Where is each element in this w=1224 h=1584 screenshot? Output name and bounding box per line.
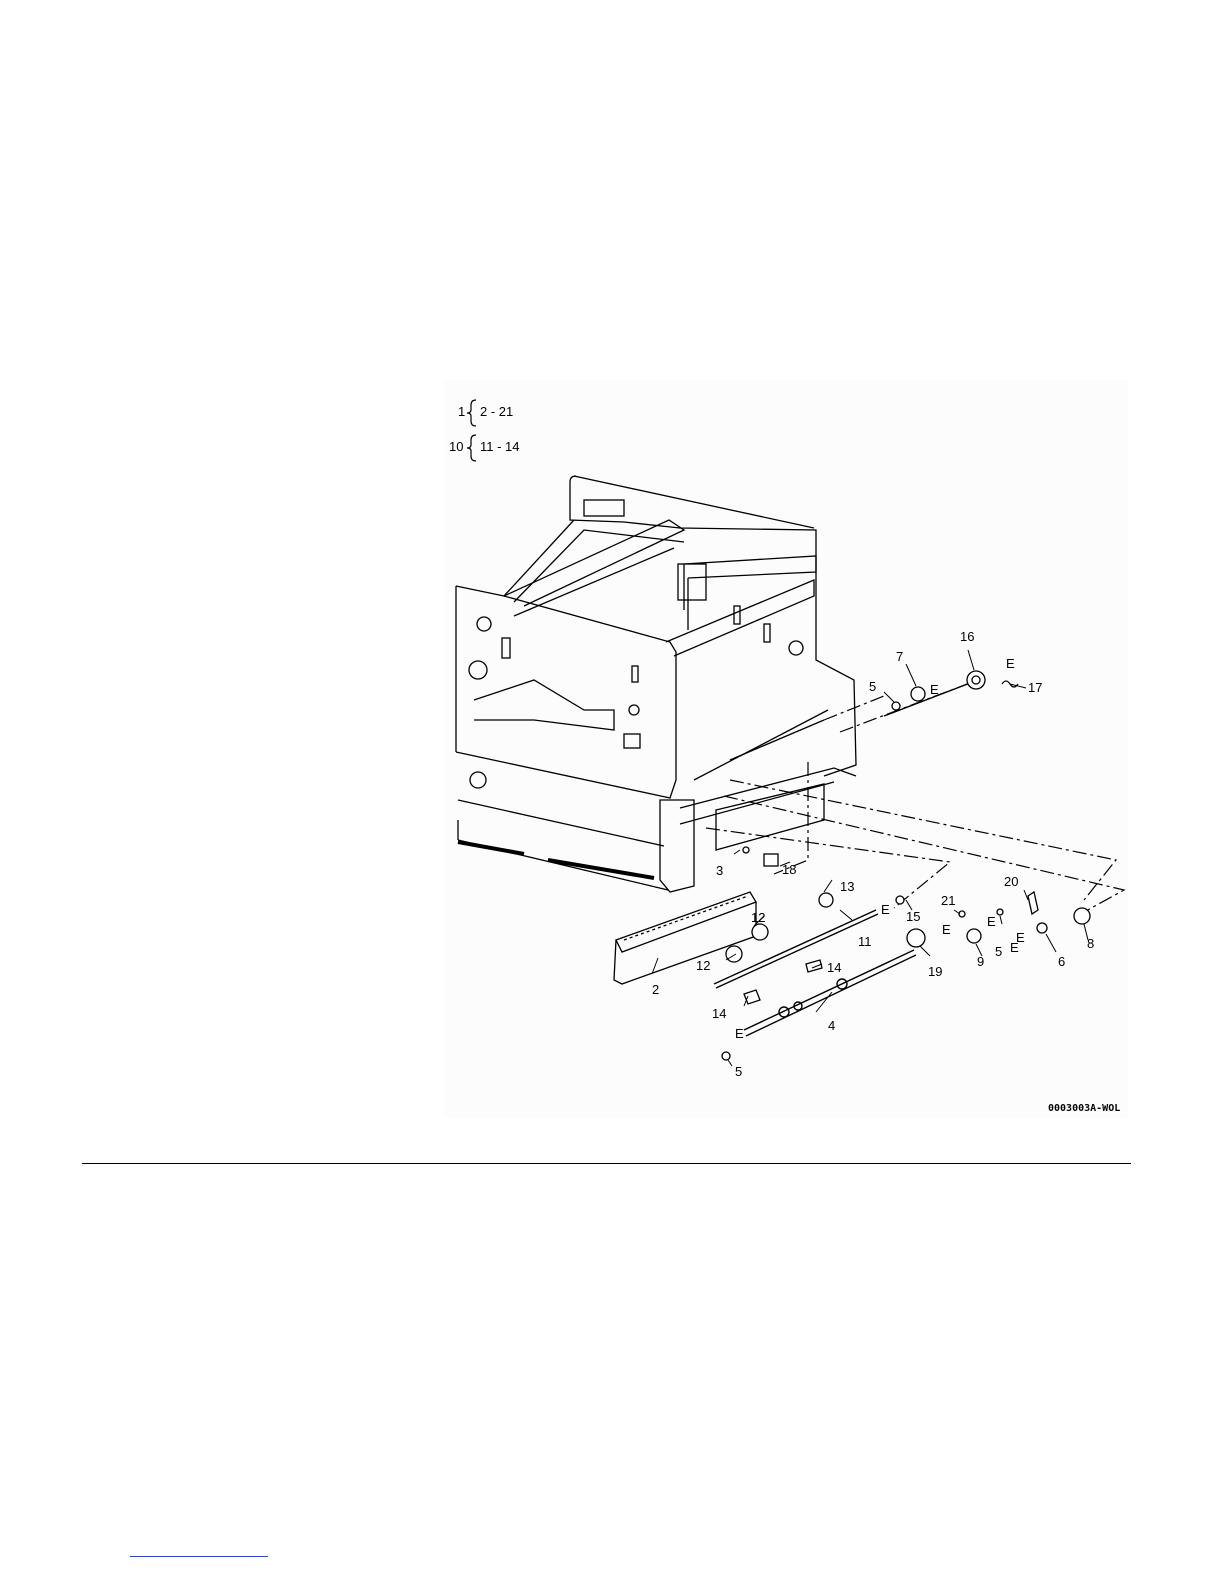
callout-17: 17 — [1028, 680, 1042, 695]
section-divider — [82, 1163, 1131, 1164]
callout-13: 13 — [840, 879, 854, 894]
part-2-rail — [614, 892, 756, 984]
part-14-guide-b — [806, 960, 822, 972]
callout-20: 20 — [1004, 874, 1018, 889]
components — [722, 671, 1090, 1060]
e-mark-19: E — [942, 922, 951, 937]
callout-6: 6 — [1058, 954, 1065, 969]
callout-12-left: 12 — [696, 958, 710, 973]
parts-legend: 1 2 - 21 10 11 - 14 — [449, 400, 520, 461]
part-7-bearing — [911, 687, 925, 701]
callout-9: 9 — [977, 954, 984, 969]
part-15-clip — [896, 896, 904, 904]
e-ring-markers: E E E E E E E E — [735, 656, 1025, 1041]
callouts: 2 3 4 5 5 5 6 7 8 9 11 12 12 13 14 14 15… — [652, 629, 1094, 1079]
legend-brace-1 — [467, 400, 476, 426]
part-12-roller-a — [726, 946, 742, 962]
legend-range-1: 2 - 21 — [480, 404, 513, 419]
legend-brace-10 — [467, 435, 476, 461]
part-8-gear — [1074, 908, 1090, 924]
e-mark-15: E — [881, 902, 890, 917]
legend-ref-10: 10 — [449, 439, 463, 454]
callout-12-right: 12 — [751, 910, 765, 925]
footnote-rule — [130, 1556, 268, 1557]
callout-16: 16 — [960, 629, 974, 644]
part-20-lever — [1028, 892, 1038, 914]
e-mark-4: E — [735, 1026, 744, 1041]
legend-ref-1: 1 — [458, 404, 465, 419]
callout-4: 4 — [828, 1018, 835, 1033]
callout-3: 3 — [716, 863, 723, 878]
callout-5-bottom: 5 — [735, 1064, 742, 1079]
e-mark-7: E — [930, 682, 939, 697]
callout-11: 11 — [858, 934, 872, 949]
e-mark-16: E — [1006, 656, 1015, 671]
part-13-roller — [819, 893, 833, 907]
callout-21: 21 — [941, 893, 955, 908]
shafts — [714, 680, 978, 1036]
part-19-gear — [907, 929, 925, 947]
e-mark-5: E — [987, 914, 996, 929]
figure-code: 0003003A-WOL — [1048, 1103, 1120, 1114]
leader-lines — [652, 650, 1088, 1066]
part-18-sensor — [764, 854, 778, 866]
part-5-clip — [892, 702, 900, 710]
callout-2: 2 — [652, 982, 659, 997]
part-5-clip-c — [722, 1052, 730, 1060]
part-9-roller — [967, 929, 981, 943]
exploded-parts-figure: 1 2 - 21 10 11 - 14 — [444, 380, 1128, 1118]
alignment-lines — [706, 680, 1124, 912]
part-14-guide-a — [744, 990, 760, 1004]
callout-5-top: 5 — [869, 679, 876, 694]
callout-15: 15 — [906, 909, 920, 924]
part-3-actuator — [743, 847, 749, 853]
callout-8: 8 — [1087, 936, 1094, 951]
callout-14-middle: 14 — [827, 960, 841, 975]
legend-range-10: 11 - 14 — [480, 439, 520, 454]
callout-18: 18 — [782, 862, 796, 877]
callout-19: 19 — [928, 964, 942, 979]
exploded-parts-drawing: 1 2 - 21 10 11 - 14 — [444, 380, 1128, 1118]
frame-assembly — [456, 476, 856, 892]
callout-14-bottom: 14 — [712, 1006, 726, 1021]
part-6-shaft-end — [1037, 923, 1047, 933]
part-12-roller-b — [752, 924, 768, 940]
callout-7: 7 — [896, 649, 903, 664]
part-5-clip-b — [997, 909, 1003, 915]
callout-5-right: 5 — [995, 944, 1002, 959]
e-mark-6b: E — [1010, 940, 1019, 955]
